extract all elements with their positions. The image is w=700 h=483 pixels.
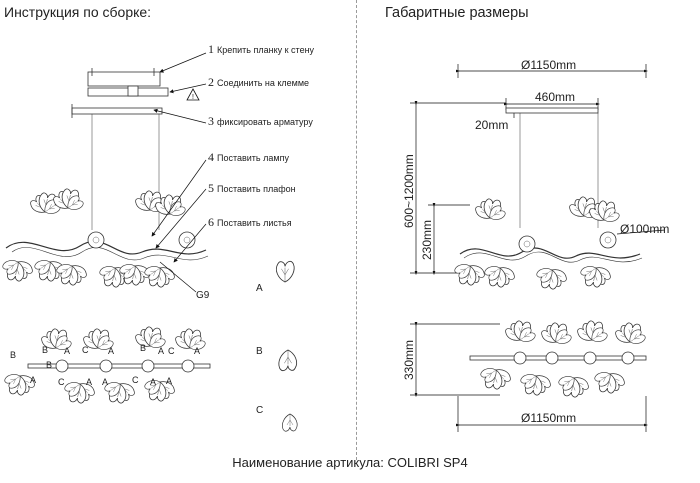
tv-label: C [168,346,175,356]
part-a-label: A [256,283,263,294]
step-text: Поставить лампу [217,153,289,163]
rail-width-dim: 460mm [535,90,576,104]
tv-label: C [132,375,139,385]
section-divider [356,0,357,460]
tv-label: B [10,350,17,360]
step-number: 4 [208,150,214,164]
step-number: 6 [208,215,214,229]
top-view-left [27,359,211,373]
width-top-dim: Ø1150mm [521,58,577,72]
tv-label: A [64,346,71,356]
bulb-label: G9 [196,290,210,301]
tv-label: A [108,346,115,356]
front-view-right-leaves [453,196,620,290]
step-text: Крепить планку к стену [217,45,315,55]
step-number: 3 [208,114,214,128]
shade-dim: Ø100mm [620,222,670,236]
tv-label: A [166,376,173,386]
step-number: 5 [208,181,214,195]
tv-label: C [82,345,89,355]
step-text: Поставить плафон [217,184,296,194]
rail-height-dim: 20mm [475,118,509,132]
tv-label: C [58,377,65,387]
assembly-leaves [1,188,196,288]
instructions-title: Инструкция по сборке: [4,4,152,20]
part-a-leaf [275,260,295,283]
tv-label: B [140,343,147,353]
part-c-leaf [282,413,298,432]
assembly-drawing [5,68,209,261]
tv-label: A [150,377,157,387]
tv-label: A [102,377,109,387]
tv-label: A [30,375,37,385]
depth-dim: 330mm [402,339,416,380]
svg-text:!: ! [192,94,194,101]
step-leaders [151,52,207,293]
article-name: Наименование артикула: COLIBRI SP4 [232,455,468,470]
tv-label: B [46,360,53,370]
tv-label: A [86,377,93,387]
step-text: Поставить листья [217,218,292,228]
dimensions-title: Габаритные размеры [385,5,529,21]
warning-icon: ! [186,88,200,101]
tv-label: A [158,346,165,356]
step-text: Соединить на клемме [217,78,310,88]
part-b-leaf [278,349,298,372]
height-range-dim: 600~1200mm [402,154,416,228]
tv-label: B [42,345,49,355]
top-view-right [469,351,647,365]
front-view-right [459,107,643,263]
step-text: фиксировать арматуру [217,117,313,127]
part-b-label: B [256,346,263,357]
step-number: 1 [208,42,214,56]
part-c-label: C [256,405,264,416]
body-height-dim: 230mm [420,219,434,260]
step-number: 2 [208,75,214,89]
tv-label: A [194,346,201,356]
width-bottom-dim: Ø1150mm [521,411,577,425]
